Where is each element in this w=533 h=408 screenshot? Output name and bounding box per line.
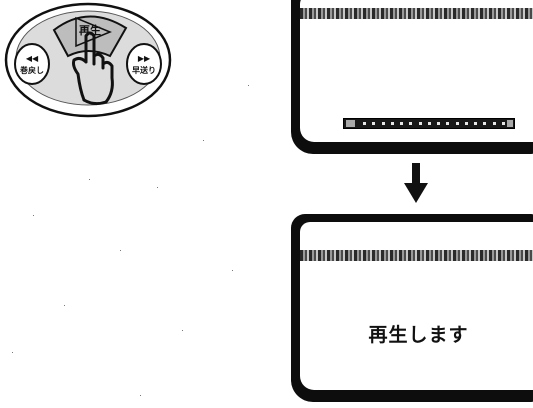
screen-header-band	[300, 8, 533, 19]
screen-header-band	[300, 250, 533, 261]
rewind-button[interactable]: ◀◀ 巻戻し	[14, 43, 50, 85]
play-button-label: 再生	[79, 23, 101, 37]
arrow-down-icon	[404, 163, 428, 203]
tv-screen-after: 再生します	[291, 214, 533, 402]
fast-forward-symbol: ▶▶	[138, 54, 151, 63]
remote-control: 再生 ◀◀ 巻戻し ▶▶ 早送り	[4, 2, 172, 118]
hand-pointer-icon	[72, 31, 114, 106]
rewind-button-label: 巻戻し	[19, 65, 44, 75]
tv-screen-before	[291, 0, 533, 154]
play-button[interactable]: 再生	[52, 15, 128, 58]
tv-display: 再生します	[300, 222, 533, 390]
playback-message: 再生します	[368, 324, 469, 346]
fast-forward-button[interactable]: ▶▶ 早送り	[126, 43, 162, 85]
tv-display	[300, 0, 533, 142]
progress-gauge-icon	[343, 118, 515, 129]
rewind-symbol: ◀◀	[26, 54, 39, 63]
fast-forward-button-label: 早送り	[132, 65, 156, 75]
